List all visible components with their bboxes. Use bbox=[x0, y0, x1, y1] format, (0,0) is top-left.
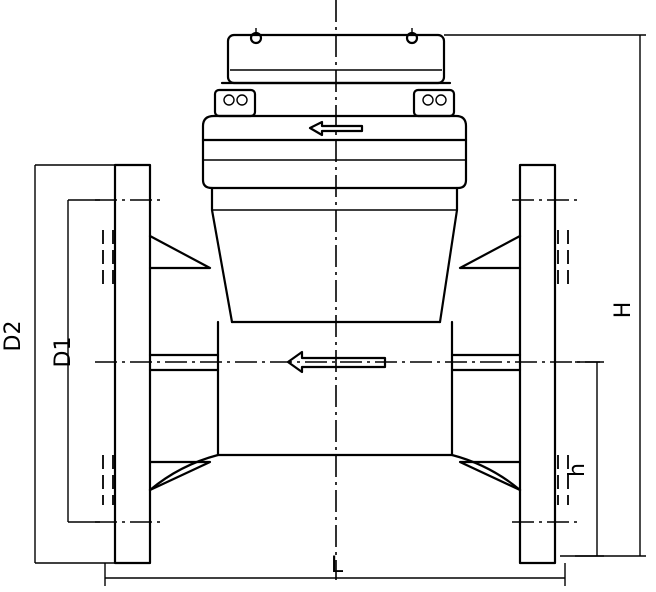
meter-body bbox=[148, 186, 522, 492]
body-bottom-contour bbox=[148, 453, 522, 492]
seal-lug-left bbox=[213, 88, 257, 118]
dimension-h-total: H bbox=[444, 34, 646, 557]
d2-label: D2 bbox=[1, 321, 26, 352]
h-axis-label: h bbox=[565, 463, 590, 477]
body-neck-left bbox=[210, 186, 234, 324]
lug-bolt-left-b bbox=[236, 94, 248, 106]
register-flow-arrow-icon bbox=[308, 120, 364, 137]
rib-lower-left bbox=[148, 460, 212, 492]
lug-bolt-right-a bbox=[422, 94, 434, 106]
register-ring-top bbox=[201, 114, 468, 142]
flow-direction-arrow-icon bbox=[286, 350, 387, 374]
rib-upper-left bbox=[148, 234, 212, 270]
lug-bolt-right-b bbox=[435, 94, 447, 106]
flange-ribs bbox=[148, 234, 522, 492]
right-flange-plate bbox=[518, 163, 557, 565]
center-lines bbox=[95, 0, 600, 580]
dimension-h-axis: h bbox=[565, 361, 604, 557]
lug-bolt-left-a bbox=[223, 94, 235, 106]
register-ring-body bbox=[201, 138, 468, 190]
dimension-length: L bbox=[104, 553, 566, 586]
right-flange bbox=[518, 163, 569, 565]
body-neck-right bbox=[438, 186, 459, 324]
left-flange-plate bbox=[113, 163, 152, 565]
register-head bbox=[201, 28, 468, 190]
seal-lug-right bbox=[412, 88, 456, 118]
rib-lower-right bbox=[458, 460, 522, 492]
d1-label: D1 bbox=[51, 337, 76, 368]
h-total-label: H bbox=[611, 302, 636, 319]
length-label: L bbox=[331, 553, 344, 578]
dimension-d1: D1 bbox=[51, 199, 100, 523]
rib-upper-right bbox=[458, 234, 522, 270]
left-flange bbox=[102, 163, 152, 565]
dimension-d2: D2 bbox=[1, 164, 115, 564]
